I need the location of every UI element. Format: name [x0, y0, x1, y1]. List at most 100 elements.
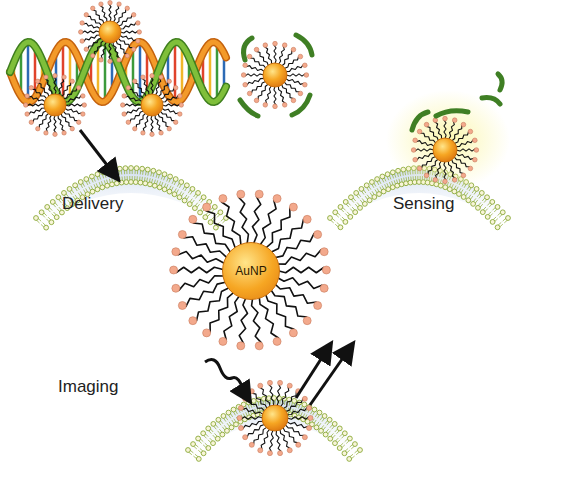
- ligand-head: [167, 127, 171, 131]
- ligand-head: [291, 47, 296, 52]
- ligand-chain: [28, 96, 46, 102]
- lipid-head: [201, 451, 206, 456]
- ligand-head: [452, 178, 457, 183]
- ligand-chain: [454, 131, 469, 143]
- ligand-chain: [224, 294, 241, 341]
- analyte-strand: [292, 95, 310, 115]
- lipid-head: [173, 177, 178, 182]
- lipid-head: [327, 417, 332, 422]
- lipid-head: [328, 216, 333, 221]
- lipid-head: [148, 182, 153, 187]
- ligand-head: [136, 21, 140, 25]
- ligand-head: [77, 86, 81, 90]
- gold-core: [99, 21, 121, 43]
- lipid-head: [54, 215, 59, 220]
- ligand-head: [413, 157, 418, 162]
- nanoparticle: [241, 41, 308, 108]
- lipid-head: [198, 210, 203, 215]
- ligand-chain: [84, 35, 101, 42]
- ligand-chain: [124, 104, 142, 106]
- lipid-head: [39, 210, 44, 215]
- lipid-head: [196, 436, 201, 441]
- lipid-head: [184, 183, 189, 188]
- base-pair: [97, 44, 100, 100]
- base-pair: [27, 42, 30, 102]
- lipid-head: [186, 448, 191, 453]
- ligand-chain: [61, 113, 72, 127]
- lipid-head: [234, 422, 239, 427]
- lipid-head: [500, 210, 505, 215]
- ligand-head: [238, 405, 243, 410]
- lipid-head: [367, 198, 372, 203]
- ligand-head: [258, 383, 263, 388]
- lipid-head: [457, 192, 462, 197]
- dna-strand: [10, 42, 226, 102]
- cell-interior: [188, 398, 360, 460]
- ligand-head: [189, 215, 197, 223]
- ligand-chain: [119, 22, 136, 29]
- ligand-head: [314, 230, 322, 238]
- lipid-head: [333, 210, 338, 215]
- ligand-head: [84, 47, 88, 51]
- ligand-chain: [45, 79, 52, 96]
- lipid-head: [73, 183, 78, 188]
- ligand-head: [62, 131, 66, 135]
- lipid-head: [319, 428, 324, 433]
- lipid-head: [385, 172, 390, 177]
- lipid-head: [206, 426, 211, 431]
- ligand-head: [159, 75, 163, 79]
- delivery-arrow: [80, 130, 117, 178]
- lipid-head: [212, 205, 217, 210]
- ligand-head: [189, 317, 197, 325]
- lipid-head: [152, 183, 157, 188]
- lipid-head: [337, 446, 342, 451]
- ligand-chain: [264, 291, 294, 330]
- ligand-head: [254, 47, 259, 52]
- lipid-head: [117, 166, 122, 171]
- lipid-head: [151, 168, 156, 173]
- lipid-head: [215, 436, 220, 441]
- ligand-head: [302, 435, 307, 440]
- ligand-chain: [93, 10, 104, 24]
- ligand-head: [99, 2, 103, 6]
- lipid-head: [461, 195, 466, 200]
- lipid-head: [56, 195, 61, 200]
- ligand-head: [287, 448, 292, 453]
- lipid-head: [114, 181, 119, 186]
- ligand-chain: [241, 417, 263, 420]
- ligand-head: [473, 157, 478, 162]
- lipid-head: [226, 410, 231, 415]
- ligand-head: [219, 337, 227, 345]
- ligand-chain: [265, 47, 272, 65]
- ligand-chain: [256, 51, 268, 66]
- ligand-head: [150, 132, 154, 136]
- ligand-head: [303, 317, 311, 325]
- ligand-chain: [143, 114, 149, 132]
- lipid-head: [211, 441, 216, 446]
- section-label: Sensing: [393, 194, 454, 214]
- ligand-head: [77, 120, 81, 124]
- ligand-head: [417, 129, 422, 134]
- lipid-head: [201, 431, 206, 436]
- ligand-chain: [247, 78, 265, 85]
- gold-nanoparticle-core: AuNP: [222, 242, 280, 300]
- lipid-head: [337, 426, 342, 431]
- lipid-head: [364, 183, 369, 188]
- analyte-strand: [244, 38, 252, 60]
- lipid-head: [84, 177, 89, 182]
- ligand-head: [278, 380, 283, 385]
- ligand-head: [117, 58, 121, 62]
- lipid-head: [359, 187, 364, 192]
- ligand-head: [126, 86, 130, 90]
- lipid-head: [157, 170, 162, 175]
- ligand-chain: [151, 77, 153, 95]
- nanoparticle: [170, 190, 331, 350]
- ligand-head: [417, 166, 422, 171]
- ligand-chain: [33, 111, 47, 122]
- dna-strand: [10, 42, 226, 102]
- ligand-chain: [113, 41, 120, 58]
- ligand-chain: [251, 81, 266, 93]
- lipid-head: [140, 166, 145, 171]
- ligand-chain: [142, 79, 149, 96]
- lipid-head: [225, 428, 230, 433]
